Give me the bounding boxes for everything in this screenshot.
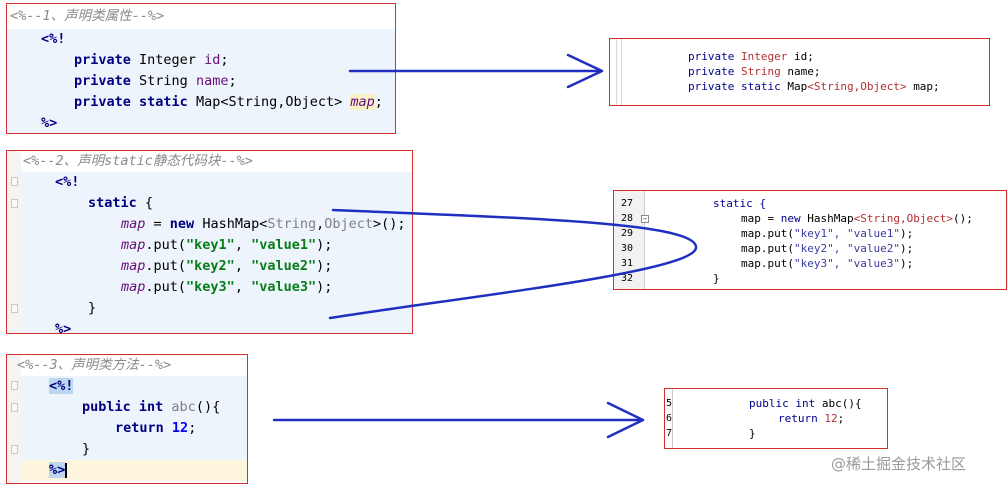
line-number: 29 (621, 228, 634, 239)
line-number: 31 (621, 258, 634, 269)
code-line: map.put("key3", "value3"); (21, 277, 412, 298)
fold-marker-icon[interactable] (11, 445, 18, 454)
code-line: private static Map<String,Object> map; (7, 92, 395, 113)
generated-line: } (749, 427, 756, 440)
generated-line: return 12; (778, 412, 845, 425)
ide-panel-attributes: <%--1、声明类属性--%> <%! private Integer id; … (6, 3, 396, 134)
jsp-close-tag-line: %> (21, 319, 412, 333)
generated-line: } (713, 272, 720, 285)
curve-arrow-icon (328, 208, 698, 320)
line-number: 30 (621, 243, 634, 254)
code-line: } (21, 439, 247, 460)
fold-marker-icon[interactable] (11, 381, 18, 390)
generated-line: private static Map<String,Object> map; (688, 80, 940, 93)
code-line: private String name; (7, 71, 395, 92)
line-number: 7 (666, 428, 673, 439)
code-line: map.put("key1", "value1"); (21, 235, 412, 256)
jsp-comment: <%--2、声明static静态代码块--%> (23, 153, 253, 169)
collapse-icon[interactable]: − (641, 215, 649, 223)
code-line: } (21, 298, 412, 319)
fold-marker-icon[interactable] (11, 177, 18, 186)
jsp-close-tag-line: %> (7, 113, 395, 133)
generated-line: map.put("key3", "value3"); (741, 257, 914, 270)
jsp-open-tag-line: <%! (7, 29, 395, 50)
generated-line: public int abc(){ (749, 397, 862, 410)
generated-line: static { (713, 197, 766, 210)
fold-marker-icon[interactable] (11, 199, 18, 208)
generated-line: map.put("key1", "value1"); (741, 227, 914, 240)
jsp-open-tag-line: <%! (21, 172, 412, 193)
line-number: 32 (621, 273, 634, 284)
code-line: map = new HashMap<String,Object>(); (21, 214, 412, 235)
generated-line: private String name; (688, 65, 821, 78)
code-line: static { (21, 193, 412, 214)
generated-line: map = new HashMap<String,Object>(); (741, 212, 973, 225)
generated-line: private Integer id; (688, 50, 814, 63)
ide-panel-static-block: <%--2、声明static静态代码块--%> <%! static { map… (6, 150, 413, 334)
generated-code-fields: private Integer id; private String name;… (609, 38, 990, 106)
code-line: private Integer id; (7, 50, 395, 71)
code-line: public int abc(){ (21, 397, 247, 418)
jsp-comment: <%--1、声明类属性--%> (10, 8, 165, 24)
jsp-close-tag-line: %> (21, 460, 247, 481)
line-number: 27 (621, 198, 634, 209)
jsp-comment: <%--3、声明类方法--%> (17, 357, 172, 373)
generated-code-method: 5 6 7 public int abc(){ return 12; } (664, 388, 888, 449)
generated-code-static-block: 27 28 29 30 31 32 − static { map = new H… (613, 190, 1007, 290)
line-number: 5 (666, 398, 673, 409)
line-number: 6 (666, 413, 673, 424)
watermark: @稀土掘金技术社区 (831, 455, 967, 473)
line-number: 28 (621, 213, 634, 224)
arrow-right-icon (606, 401, 645, 439)
arrow-right-icon (566, 53, 604, 89)
text-caret (65, 462, 68, 478)
fold-marker-icon[interactable] (11, 403, 18, 412)
fold-marker-icon[interactable] (11, 304, 18, 313)
ide-panel-method: <%--3、声明类方法--%> <%! public int abc(){ re… (6, 354, 248, 484)
code-line: map.put("key2", "value2"); (21, 256, 412, 277)
code-line: return 12; (21, 418, 247, 439)
jsp-open-tag-line: <%! (21, 376, 247, 397)
generated-line: map.put("key2", "value2"); (741, 242, 914, 255)
